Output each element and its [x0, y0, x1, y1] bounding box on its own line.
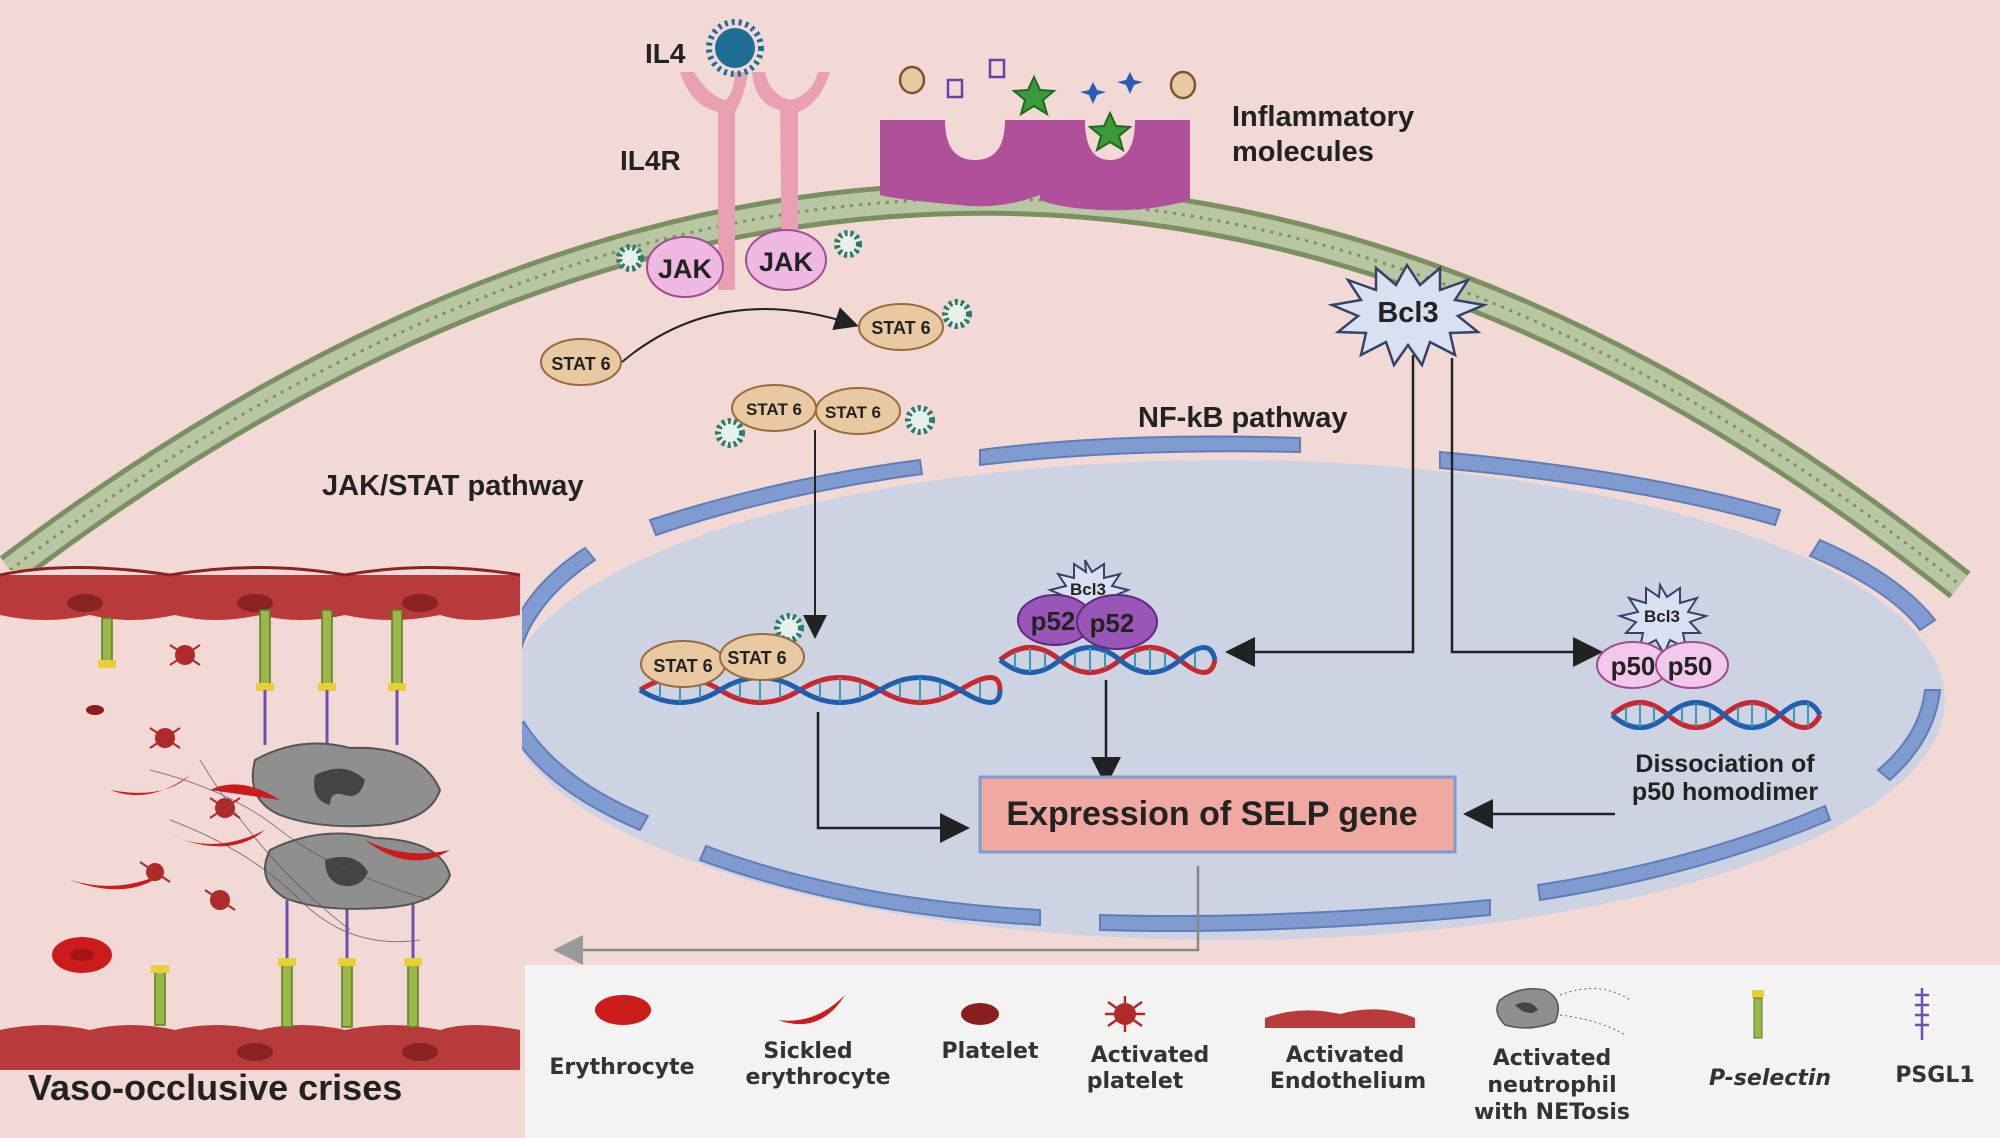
dissociation-label-line1: Dissociation of — [1635, 750, 1815, 778]
voc-label: Vaso-occlusive crises — [28, 1067, 402, 1108]
dna-helix-p50-icon — [1610, 700, 1823, 730]
svg-text:STAT 6: STAT 6 — [551, 354, 610, 374]
dna-helix-p52-icon — [998, 645, 1218, 675]
il4-receptor — [680, 72, 830, 290]
legend-activated-platelet-line2: platelet — [1087, 1069, 1184, 1094]
jak-left-label: JAK — [658, 254, 713, 284]
legend-neutrophil-line1: Activated — [1493, 1046, 1612, 1071]
svg-text:STAT 6: STAT 6 — [871, 318, 930, 338]
legend-endothelium-line1: Activated — [1286, 1043, 1405, 1068]
p-selectin-icon — [1752, 990, 1764, 1039]
bcl3-to-p52-arrow — [1225, 355, 1415, 667]
svg-text:p50: p50 — [1668, 651, 1713, 681]
legend-activated-platelet-line1: Activated — [1091, 1043, 1210, 1068]
phosphate-icons — [616, 230, 972, 643]
selp-expression-box: Expression of SELP gene — [978, 775, 1457, 854]
legend-neutrophil-line3: with NETosis — [1474, 1100, 1630, 1125]
svg-text:STAT 6: STAT 6 — [746, 400, 802, 419]
stat6-phosphorylated: STAT 6 — [858, 303, 944, 351]
svg-text:Bcl3: Bcl3 — [1070, 580, 1106, 599]
selp-expression-label: Expression of SELP gene — [1006, 795, 1417, 833]
bcl3-to-p50-arrow — [1450, 358, 1603, 667]
svg-text:p50: p50 — [1611, 651, 1656, 681]
dissociation-label-line2: p50 homodimer — [1632, 778, 1818, 806]
psgl1-icon — [1915, 988, 1929, 1040]
dna-helix-icon — [638, 675, 1003, 705]
jak-left: JAK — [646, 236, 724, 298]
inflammatory-molecules-icons — [898, 58, 1197, 153]
bcl3-main-label: Bcl3 — [1377, 297, 1438, 329]
legend: Erythrocyte Sickled erythrocyte Platelet… — [525, 965, 2000, 1138]
legend-erythrocyte: Erythrocyte — [549, 1055, 694, 1080]
legend-psgl1: PSGL1 — [1895, 1063, 1974, 1088]
legend-sickled-line1: Sickled — [763, 1039, 852, 1064]
nfkb-pathway-label: NF-kB pathway — [1138, 402, 1347, 434]
phosphorylation-arrow — [621, 307, 859, 363]
svg-text:STAT 6: STAT 6 — [653, 656, 712, 676]
svg-text:STAT 6: STAT 6 — [825, 403, 881, 422]
legend-platelet: Platelet — [942, 1039, 1039, 1064]
legend-p-selectin: P-selectin — [1709, 1066, 1831, 1091]
p50-bcl3-complex: Bcl3 p50 p50 — [1596, 581, 1729, 689]
stat6-dimer: STAT 6 STAT 6 — [731, 384, 901, 435]
activated-platelet-icon — [1105, 996, 1145, 1032]
legend-neutrophil-line2: neutrophil — [1487, 1073, 1616, 1098]
svg-text:p52: p52 — [1031, 606, 1076, 636]
sickle-cell-icon — [778, 995, 845, 1025]
vaso-occlusive-panel — [0, 566, 522, 1138]
erythrocyte-icon — [595, 995, 651, 1025]
inflammatory-receptors — [880, 120, 1190, 211]
jak-right: JAK — [745, 229, 827, 291]
legend-endothelium-line2: Endothelium — [1270, 1069, 1426, 1094]
il4-label: IL4 — [645, 38, 686, 69]
inflammatory-label-line1: Inflammatory — [1232, 101, 1414, 133]
stat6-dimer-on-dna: STAT 6 STAT 6 — [640, 633, 805, 688]
jakstat-pathway-label: JAK/STAT pathway — [322, 470, 584, 502]
il4r-label: IL4R — [620, 145, 681, 176]
nucleus — [503, 435, 1945, 940]
p52-bcl3-complex: Bcl3 p52 p52 — [1017, 559, 1158, 650]
svg-text:STAT 6: STAT 6 — [727, 648, 786, 668]
jak-right-label: JAK — [759, 247, 814, 277]
stat-to-selp-arrow — [816, 712, 970, 843]
bcl3-star-icon — [1327, 262, 1489, 368]
legend-sickled-line2: erythrocyte — [745, 1065, 890, 1090]
inflammatory-label-line2: molecules — [1232, 136, 1374, 168]
endothelium-icon — [1265, 1009, 1415, 1028]
platelet-icon — [961, 1003, 999, 1025]
svg-text:Bcl3: Bcl3 — [1644, 607, 1680, 626]
stat6-unphosphorylated: STAT 6 — [540, 338, 622, 386]
il4-ligand-icon — [706, 19, 764, 77]
selp-to-voc-arrow — [553, 866, 1200, 965]
neutrophil-icon — [1496, 988, 1631, 1036]
svg-text:p52: p52 — [1090, 608, 1135, 638]
